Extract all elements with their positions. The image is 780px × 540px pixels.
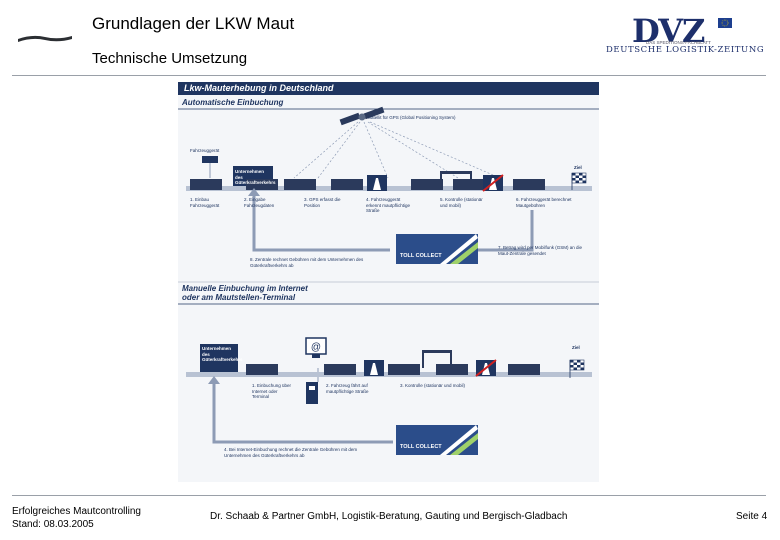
toll-collect-brand-1: TOLL COLLECT <box>400 253 442 259</box>
dvz-name: DEUTSCHE LOGISTIK-ZEITUNG <box>606 45 765 55</box>
goal-label-2: Ziel <box>572 345 580 350</box>
satellite-label: Satellit für GPS (Global Positioning Sys… <box>368 115 456 120</box>
terminal-icon <box>306 382 318 404</box>
truck-row-1 <box>190 179 545 190</box>
section1-title: Automatische Einbuchung <box>182 98 284 107</box>
footer-document-title: Erfolgreiches Mautcontrolling <box>12 506 141 517</box>
control-gantry-icon <box>440 171 472 174</box>
step-s2-3-label: 3. Kontrolle (stationär und mobil) <box>400 383 466 388</box>
step-8-label: 8. Zentrale rechnet Gebühren mit dem Unt… <box>250 257 364 268</box>
footer-date: Stand: 08.03.2005 <box>12 519 94 530</box>
step-s2-4-label: 4. Bei Internet-Einbuchung rechnet die Z… <box>224 447 358 458</box>
page-subtitle: Technische Umsetzung <box>92 50 248 67</box>
section2-title-line2: oder am Mautstellen-Terminal <box>182 293 296 302</box>
finish-flag-icon <box>571 172 587 190</box>
toll-collect-brand-2: TOLL COLLECT <box>400 444 442 450</box>
step-1-label: 1. Einbau Fahrzeuggerät <box>190 197 220 208</box>
finish-flag-icon-2 <box>569 359 585 378</box>
step-3-label: 3. GPS erfasst die Position <box>304 197 341 208</box>
header-divider <box>12 75 766 76</box>
diagram-graphics: @ <box>178 106 599 455</box>
section2-title-line1: Manuelle Einbuchung im Internet <box>182 284 308 293</box>
control-gantry-icon-2 <box>422 350 452 353</box>
step-4-label: 4. Fahrzeuggerät erkennt mautpflichtige … <box>366 197 411 213</box>
svg-text:@: @ <box>311 342 321 353</box>
company-label: Unternehmen des Güterkraftverkehrs <box>235 169 276 185</box>
step-s2-2-label: 2. Fahrzeug fährt auf mautpflichtige Str… <box>326 383 369 394</box>
footer-divider <box>12 495 766 496</box>
dvz-tagline: DAS SPEDITIONS-FACHBLATT <box>646 40 711 45</box>
goal-label: Ziel <box>574 165 582 170</box>
page-title: Grundlagen der LKW Maut <box>92 14 295 33</box>
footer-page-number: Seite 4 <box>736 511 768 522</box>
toll-collect-box-1 <box>396 234 478 264</box>
step-s2-1-label: 1. Einbuchung über Internet oder Termina… <box>252 383 292 399</box>
step-7-label: 7. Betrag wird per Mobilfunk (GSM) an di… <box>498 245 583 256</box>
step-2-label: 2. Eingabe Fahrzeugdaten <box>244 197 275 208</box>
company-box-2 <box>200 344 238 374</box>
step-5-label: 5. Kontrolle (stationär und mobil) <box>440 197 483 208</box>
company-logo-icon <box>18 35 72 42</box>
toll-diagram: Lkw-Mauterhebung in Deutschland Automati… <box>178 82 599 482</box>
eu-flag-icon <box>718 18 732 28</box>
dvz-wordmark: DVZ <box>632 12 705 50</box>
truck-row-2 <box>246 364 540 375</box>
footer-left: Erfolgreiches Mautcontrolling Stand: 08.… <box>12 505 141 531</box>
footer-author: Dr. Schaab & Partner GmbH, Logistik-Bera… <box>210 511 568 522</box>
diagram-title-band: Lkw-Mauterhebung in Deutschland <box>178 82 599 95</box>
company-label-2: Unternehmen des Güterkraftverkehrs <box>202 346 243 362</box>
device-label: Fahrzeuggerät <box>190 148 220 153</box>
diagram-title: Lkw-Mauterhebung in Deutschland <box>184 83 334 93</box>
toll-collect-box-2 <box>396 425 478 455</box>
step-6-label: 6. Fahrzeuggerät berechnet Mautgebühren <box>516 197 572 208</box>
onboard-unit-icon <box>202 156 218 163</box>
satellite-icon <box>339 106 385 126</box>
